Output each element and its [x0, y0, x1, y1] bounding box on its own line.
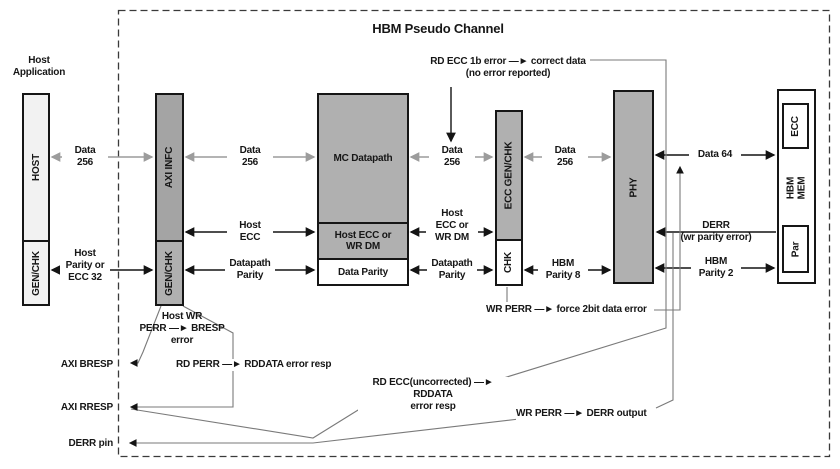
bus-label-hbm-parity2: HBM Parity 2: [691, 256, 741, 280]
ecc-genchk-block: ECC GEN/CHK CHK: [495, 110, 523, 286]
host-section: HOST: [24, 95, 48, 240]
pin-derr: DERR pin: [68, 438, 113, 449]
bus-label-datapath-parity-left: Datapath Parity: [225, 258, 275, 282]
bus-label-hbm-parity8: HBM Parity 8: [538, 258, 588, 282]
axi-genchk-label: GEN/CHK: [164, 250, 175, 296]
annotation-wr-perr-force-2bit: WR PERR —► force 2bit data error: [486, 304, 654, 316]
line-derr-to-output: [655, 233, 674, 409]
pin-axi-bresp: AXI BRESP: [60, 359, 113, 370]
bus-label-data256-axi-mc: Data 256: [227, 145, 273, 169]
mc-host-ecc-label: Host ECC or WR DM: [334, 230, 392, 252]
mc-datapath-label: MC Datapath: [333, 153, 393, 164]
bus-label-host-parity: Host Parity or ECC 32: [60, 248, 110, 284]
mc-host-ecc-section: Host ECC or WR DM: [319, 222, 407, 258]
bus-label-host-ecc: Host ECC: [227, 220, 273, 244]
bus-label-data256-mc-ecc: Data 256: [429, 145, 475, 169]
line-force-2bit-error: [652, 165, 684, 311]
bus-label-data256-ecc-phy: Data 256: [542, 145, 588, 169]
phy-block: PHY: [613, 90, 654, 284]
annotation-wr-perr-derr-output: WR PERR —► DERR output: [516, 408, 652, 420]
host-label: HOST: [30, 154, 42, 181]
line-derr-output-to-pin: [128, 418, 520, 447]
annotation-rd-perr: RD PERR —► RDDATA error resp: [176, 359, 336, 371]
hbm-par-block: Par: [782, 225, 809, 273]
host-genchk-section: GEN/CHK: [24, 240, 48, 304]
bus-label-data64: Data 64: [689, 149, 741, 161]
hbm-ecc-block: ECC: [782, 103, 809, 149]
phy-label: PHY: [628, 177, 639, 197]
mc-data-parity-section: Data Parity: [319, 258, 407, 284]
bus-label-derr: DERR (wr parity error): [680, 220, 752, 243]
line-perr-to-bresp: [129, 305, 162, 367]
hbm-par-label: Par: [790, 241, 801, 257]
host-application-label: Host Application: [12, 55, 66, 78]
ecc-genchk-section: ECC GEN/CHK: [497, 112, 521, 239]
ecc-chk-section: CHK: [497, 239, 521, 284]
phy-section: PHY: [615, 92, 652, 282]
ecc-genchk-label: ECC GEN/CHK: [503, 141, 515, 210]
annotation-host-wr-perr: Host WR PERR —► BRESP error: [139, 311, 225, 346]
pseudo-channel-boundary: [117, 9, 831, 458]
line-rdecc-to-rresp: [130, 401, 372, 439]
mc-data-parity-label: Data Parity: [337, 266, 389, 278]
axi-infc-section: AXI INFC: [157, 95, 182, 240]
diagram-title: HBM Pseudo Channel: [372, 21, 504, 36]
ecc-chk-label: CHK: [503, 251, 515, 274]
host-block: HOST GEN/CHK: [22, 93, 50, 306]
mc-datapath-block: MC Datapath Host ECC or WR DM Data Parit…: [317, 93, 409, 286]
line-correct-data-to-rdecc: [496, 59, 667, 381]
hbm-mem-block: ECC HBM MEM Par: [777, 89, 816, 284]
annotation-rd-ecc-1b-error: RD ECC 1b error —► correct data (no erro…: [430, 56, 586, 79]
pin-axi-rresp: AXI RRESP: [60, 402, 113, 413]
hbm-mem-label: HBM MEM: [785, 176, 808, 200]
bus-label-data256-host-axi: Data 256: [62, 145, 108, 169]
axi-genchk-section: GEN/CHK: [157, 240, 182, 304]
annotation-rd-ecc-uncorrected: RD ECC(uncorrected) —► RDDATA error resp: [358, 377, 508, 413]
axi-infc-label: AXI INFC: [164, 146, 175, 189]
axi-infc-block: AXI INFC GEN/CHK: [155, 93, 184, 306]
bus-label-datapath-parity-right: Datapath Parity: [427, 258, 477, 282]
hbm-ecc-label: ECC: [789, 115, 801, 137]
mc-datapath-section: MC Datapath: [319, 95, 407, 222]
bus-label-host-ecc-wrdm: Host ECC or WR DM: [426, 208, 478, 244]
host-genchk-label: GEN/CHK: [30, 250, 42, 296]
